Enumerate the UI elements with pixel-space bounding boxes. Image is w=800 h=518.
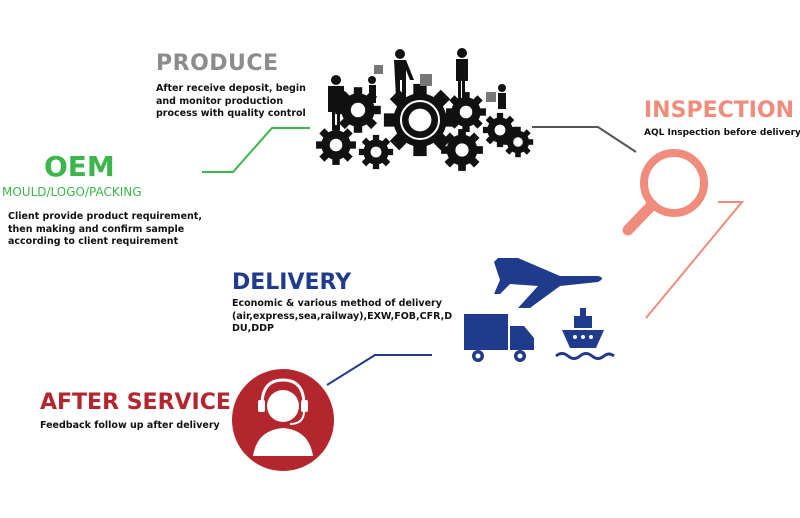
- truck-icon: [464, 314, 534, 362]
- connector-oem-produce: [202, 127, 310, 173]
- after-service-description: Feedback follow up after delivery: [40, 420, 220, 431]
- produce-title: PRODUCE: [156, 51, 279, 76]
- produce-description: After receive deposit, begin and monitor…: [156, 83, 306, 119]
- connector-inspection-delivery: [645, 201, 745, 319]
- connector-delivery-after: [326, 354, 432, 386]
- inspection-title: INSPECTION: [644, 98, 795, 123]
- ship-icon: [555, 308, 615, 360]
- connector-produce-inspection: [532, 126, 637, 153]
- oem-subtitle: MOULD/LOGO/PACKING: [2, 185, 142, 199]
- delivery-title: DELIVERY: [232, 270, 352, 295]
- inspection-description: AQL Inspection before delivery: [644, 128, 800, 138]
- delivery-description: Economic & various method of delivery (a…: [232, 298, 453, 334]
- oem-title: OEM: [44, 150, 115, 183]
- oem-description: Client provide product requirement, then…: [8, 211, 202, 247]
- airplane-icon: [494, 258, 602, 308]
- after-service-title: AFTER SERVICE: [40, 390, 231, 415]
